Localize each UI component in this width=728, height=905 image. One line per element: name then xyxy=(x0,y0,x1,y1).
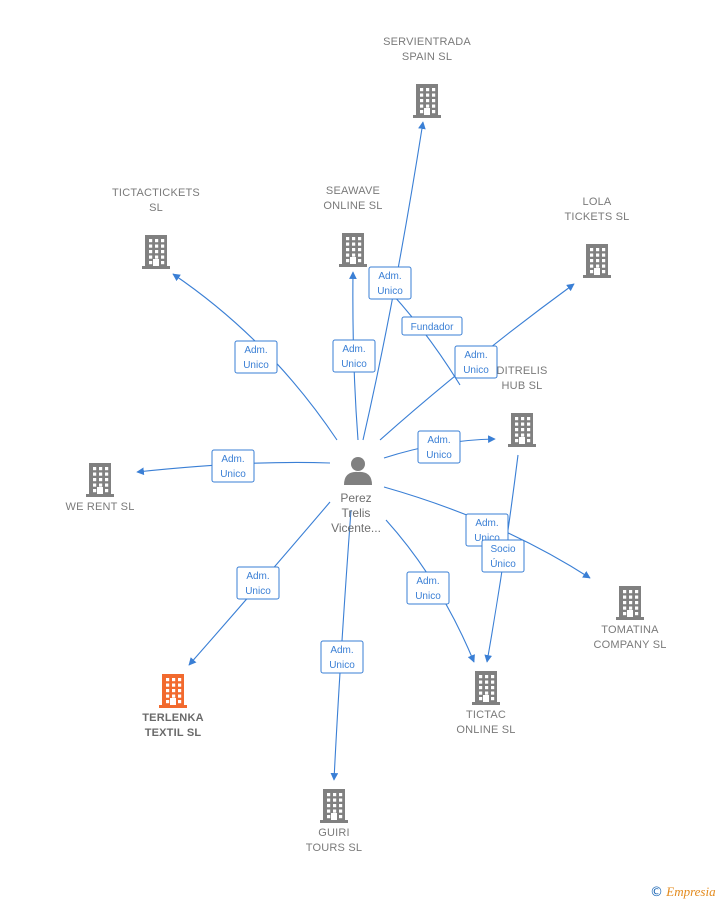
edge-label-text: Adm. xyxy=(378,271,401,282)
edge-label-text: Fundador xyxy=(411,322,454,333)
company-node-tomatina[interactable]: TOMATINA COMPANY SL xyxy=(593,586,666,651)
company-name-label: SL xyxy=(149,202,163,214)
edge-label-text: Unico xyxy=(377,286,403,297)
person-node[interactable]: PerezTrelisVicente... xyxy=(331,457,381,535)
company-node-terlenka[interactable]: TERLENKA TEXTIL SL xyxy=(142,674,204,739)
edge-label-text: Adm. xyxy=(221,454,244,465)
edge-label-text: Unico xyxy=(245,586,271,597)
company-name-label: TICTAC xyxy=(466,709,506,721)
edge-label-text: Unico xyxy=(329,660,355,671)
company-name-label: ONLINE SL xyxy=(456,724,515,736)
edge-role-label[interactable]: Adm. Unico xyxy=(454,345,498,379)
company-name-label: SEAWAVE xyxy=(326,185,380,197)
edge-label-box xyxy=(211,449,255,483)
edge-role-label[interactable]: Adm. Unico xyxy=(234,340,278,374)
person-name-label: Perez xyxy=(340,491,371,505)
company-name-label: TOURS SL xyxy=(306,842,362,854)
building-icon xyxy=(472,671,500,705)
edge-label-text: Unico xyxy=(415,591,441,602)
edge-label-text: Unico xyxy=(243,360,269,371)
company-name-label: WE RENT SL xyxy=(65,501,134,513)
edge-label-text: Único xyxy=(490,557,516,570)
company-node-guiri[interactable]: GUIRI TOURS SL xyxy=(306,789,362,854)
company-name-label: TOMATINA xyxy=(601,624,659,636)
edge-label-box xyxy=(332,339,376,373)
company-name-label: TICTACTICKETS xyxy=(112,187,200,199)
building-icon xyxy=(616,586,644,620)
edge-role-label[interactable]: Adm. Unico xyxy=(465,513,509,547)
company-node-werent[interactable]: WE RENT SL xyxy=(65,463,134,513)
brand-footer[interactable]: © Empresia xyxy=(650,884,716,900)
edge-label-box xyxy=(368,266,412,300)
edge-label-text: Unico xyxy=(426,450,452,461)
building-icon xyxy=(508,413,536,447)
building-icon xyxy=(339,233,367,267)
edge-label-text: Adm. xyxy=(427,435,450,446)
edge-label-box xyxy=(406,571,450,605)
company-node-ditrelis[interactable]: DITRELIS HUB SL xyxy=(496,365,547,447)
company-name-label: ONLINE SL xyxy=(323,200,382,212)
edge-role-label[interactable]: Adm. Unico xyxy=(332,339,376,373)
edge-label-box xyxy=(236,566,280,600)
building-icon xyxy=(583,244,611,278)
edge-label-text: Adm. xyxy=(246,571,269,582)
edge-role-label[interactable]: Adm. Unico xyxy=(406,571,450,605)
edge-label-text: Adm. xyxy=(416,576,439,587)
company-node-servientrada[interactable]: SERVIENTRADA SPAIN SL xyxy=(383,36,471,118)
person-name-label: Vicente... xyxy=(331,521,381,535)
edge-label-text: Adm. xyxy=(244,345,267,356)
edge-role-label[interactable]: Adm. Unico xyxy=(211,449,255,483)
building-icon xyxy=(413,84,441,118)
company-node-seawave[interactable]: SEAWAVE ONLINE SL xyxy=(323,185,382,267)
copyright-icon: © xyxy=(650,885,663,900)
edge-label-box xyxy=(417,430,461,464)
edge-label-text: Adm. xyxy=(342,344,365,355)
company-name-label: COMPANY SL xyxy=(593,639,666,651)
company-name-label: LOLA xyxy=(583,196,612,208)
company-node-tictactickets[interactable]: TICTACTICKETS SL xyxy=(112,187,200,269)
edge-label-box xyxy=(320,640,364,674)
edge-label-box xyxy=(401,316,463,336)
company-name-label: TICKETS SL xyxy=(565,211,630,223)
company-name-label: TERLENKA xyxy=(142,712,204,724)
person-icon xyxy=(344,457,372,485)
edge-label-box xyxy=(234,340,278,374)
edge-label-text: Adm. xyxy=(475,518,498,529)
company-node-tictac[interactable]: TICTAC ONLINE SL xyxy=(456,671,515,736)
edges-layer xyxy=(136,121,591,781)
edge-label-text: Unico xyxy=(220,469,246,480)
edge-role-label[interactable]: Fundador xyxy=(401,316,463,336)
person-name-label: Trelis xyxy=(342,506,371,520)
company-name-label: SPAIN SL xyxy=(402,51,452,63)
edge-role-label[interactable]: Adm. Unico xyxy=(368,266,412,300)
edge-label-text: Unico xyxy=(474,533,500,544)
edge-role-label[interactable]: Adm. Unico xyxy=(417,430,461,464)
edge-role-label[interactable]: Adm. Unico xyxy=(236,566,280,600)
edge-label-text: Adm. xyxy=(464,350,487,361)
building-icon xyxy=(159,674,187,708)
edge-label-text: Unico xyxy=(341,359,367,370)
company-node-lola[interactable]: LOLA TICKETS SL xyxy=(565,196,630,278)
edge-label-box xyxy=(481,539,525,573)
nodes-layer: SERVIENTRADA SPAIN SL TICTACTICKETS SL SEAWA… xyxy=(65,36,666,854)
company-name-label: HUB SL xyxy=(502,380,543,392)
company-name-label: TEXTIL SL xyxy=(145,727,202,739)
brand-logo-text: Empresia xyxy=(666,884,716,899)
edge-label-box xyxy=(454,345,498,379)
edge-role-label[interactable]: Adm. Unico xyxy=(320,640,364,674)
company-name-label: DITRELIS xyxy=(496,365,547,377)
building-icon xyxy=(320,789,348,823)
edge-label-text: Unico xyxy=(463,365,489,376)
building-icon xyxy=(86,463,114,497)
edge-labels-layer: Adm.UnicoFundadorAdm.UnicoAdm.UnicoAdm.U… xyxy=(211,266,525,674)
edge-label-text: Socio xyxy=(490,544,515,555)
edge-label-text: Adm. xyxy=(330,645,353,656)
building-icon xyxy=(142,235,170,269)
company-name-label: GUIRI xyxy=(318,827,350,839)
company-name-label: SERVIENTRADA xyxy=(383,36,471,48)
